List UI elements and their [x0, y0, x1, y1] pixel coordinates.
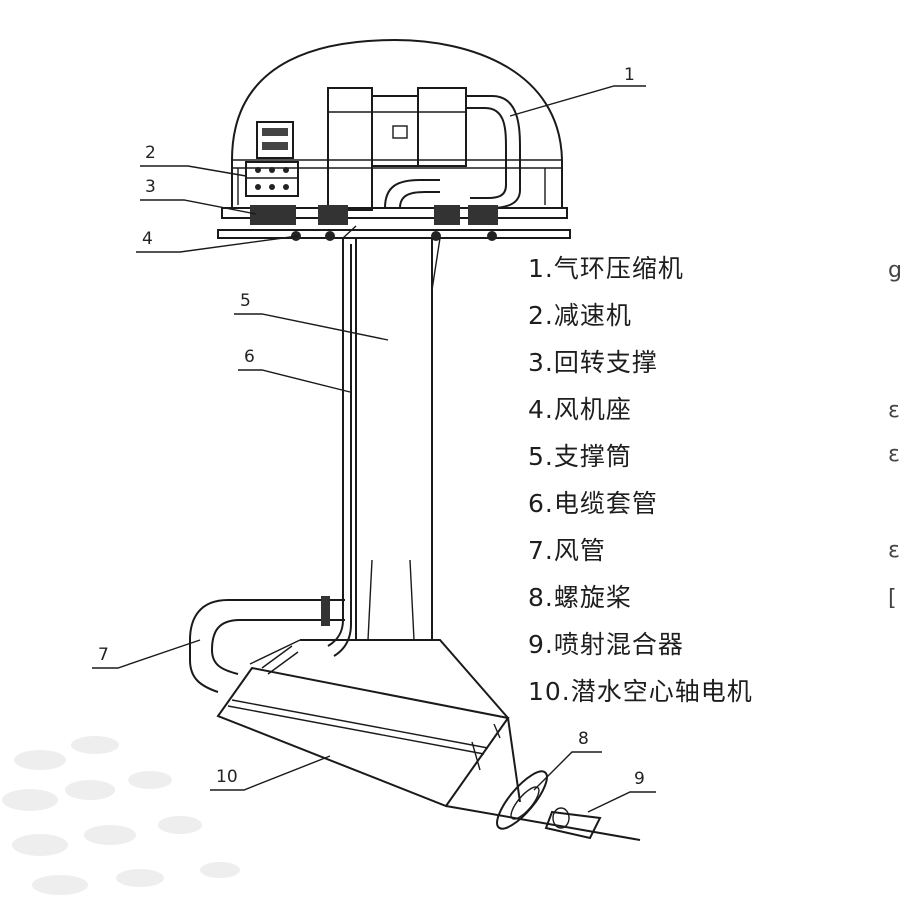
callout-10: 10: [216, 767, 238, 787]
legend-item: 4.风机座: [528, 395, 632, 424]
edge-fragment: [: [888, 586, 897, 611]
cable-sleeve: [327, 225, 357, 657]
legend-item: 7.风管: [528, 536, 606, 565]
support-cylinder: [355, 237, 441, 641]
edge-fragment: ε: [888, 538, 900, 563]
edge-fragment: ε: [888, 398, 900, 423]
air-ring-compressor: [327, 87, 521, 211]
callout-4: 4: [142, 229, 153, 249]
slewing-bearing: [221, 205, 568, 225]
callout-3: 3: [145, 177, 156, 197]
legend-item: 1.气环压缩机: [528, 254, 684, 283]
legend-item: 3.回转支撑: [528, 348, 658, 377]
air-duct: [189, 596, 345, 693]
legend-item: 10.潜水空心轴电机: [528, 677, 753, 706]
edge-fragment: g: [888, 258, 900, 283]
callout-9: 9: [634, 769, 645, 789]
legend-item: 5.支撑筒: [528, 442, 632, 471]
jet-mixer: [544, 807, 602, 840]
callout-1: 1: [624, 65, 635, 85]
callout-7: 7: [98, 645, 109, 665]
legend-item: 9.喷射混合器: [528, 630, 684, 659]
mixer-housing: [249, 639, 509, 719]
callout-2: 2: [145, 143, 156, 163]
callout-6: 6: [244, 347, 255, 367]
reducer: [245, 121, 299, 197]
propeller: [496, 770, 548, 830]
submersible-motor: [216, 666, 510, 808]
legend-item: 2.减速机: [528, 301, 632, 330]
drive-shaft: [445, 717, 641, 841]
callout-8: 8: [578, 729, 589, 749]
parts-legend: 1.气环压缩机 2.减速机 3.回转支撑 4.风机座 5.支撑筒 6.电缆套管 …: [528, 252, 753, 722]
legend-item: 8.螺旋桨: [528, 583, 632, 612]
edge-fragment: ε: [888, 442, 900, 467]
leader-lines: [92, 85, 656, 813]
dome-cover: [231, 38, 563, 208]
background-dot-texture: [2, 736, 240, 895]
legend-item: 6.电缆套管: [528, 489, 658, 518]
callout-5: 5: [240, 291, 251, 311]
